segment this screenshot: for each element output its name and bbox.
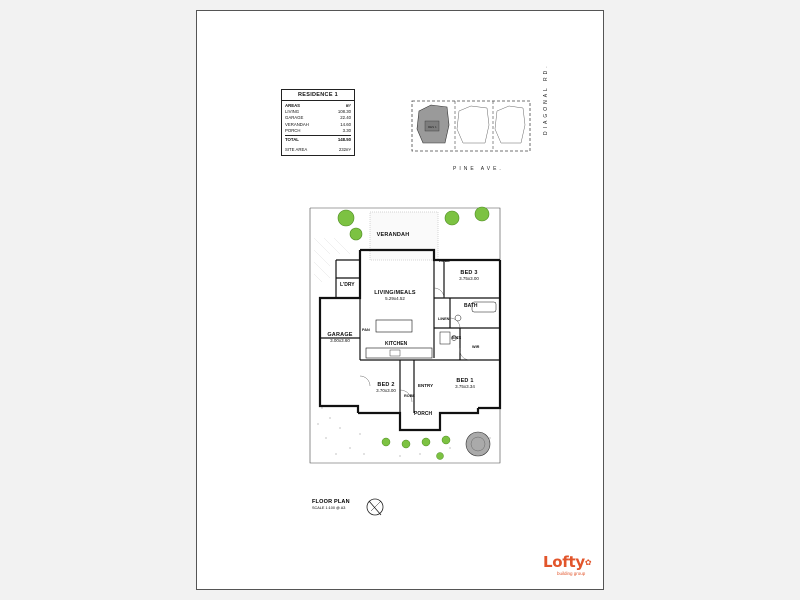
tree-icon: [444, 210, 460, 226]
lofty-logo: Lofty✿ building group: [543, 553, 592, 577]
site-plan: RES 1: [411, 100, 531, 152]
basin: [454, 314, 462, 322]
floor-plan-scale: SCALE 1:100 @ A3: [312, 506, 346, 510]
ensuite-toilet: [451, 335, 457, 341]
site-boundary: [411, 100, 531, 152]
residence-3-footprint: [494, 105, 526, 144]
logo-subtitle: building group: [557, 571, 586, 576]
drawing-sheet: [196, 10, 604, 590]
kitchen-sink: [389, 349, 401, 357]
shrub-icon: [436, 452, 444, 460]
area-value: 14.60: [340, 121, 351, 127]
room-kitchen: KITCHEN: [385, 341, 408, 347]
logo-word: Lofty: [543, 553, 585, 571]
room-porch: PORCH: [414, 411, 433, 417]
areas-row-living: LIVING 108.30: [285, 109, 351, 115]
external-walls: [318, 248, 502, 432]
shrub-icon: [441, 435, 451, 445]
room-bed1: BED 1 3.75x3.34: [444, 378, 486, 389]
room-bed2: BED 2 3.70x3.00: [366, 382, 406, 393]
areas-header-unit: m²: [345, 103, 351, 108]
room-ensuite: ENS: [452, 335, 462, 340]
trees: [337, 206, 491, 460]
front-garden: [317, 407, 491, 457]
areas-row-porch: PORCH 3.30: [285, 128, 351, 134]
ensuite-shower: [439, 331, 451, 345]
room-bed3: BED 3 3.75x3.00: [447, 270, 491, 281]
room-dims: 3.00x3.60: [330, 338, 350, 343]
room-dims: 3.75x3.00: [459, 276, 479, 281]
room-name: BED 2: [377, 382, 395, 388]
tree-icon: [349, 227, 363, 241]
area-label: VERANDAH: [285, 121, 309, 127]
floor-plan-title: FLOOR PLAN: [312, 499, 350, 505]
room-laundry: L'DRY: [340, 282, 355, 288]
site-area: SITE AREA 232m²: [285, 147, 351, 153]
areas-table-body: AREAS m² LIVING 108.30 GARAGE 22.40 VERA…: [281, 101, 355, 157]
floor-plan-drawing: [309, 206, 502, 464]
room-dims: 3.70x3.00: [376, 388, 396, 393]
area-value: 108.30: [337, 109, 351, 115]
internal-walls: [320, 259, 500, 413]
areas-header: AREAS m²: [285, 103, 351, 109]
kitchen-island: [375, 319, 413, 333]
side-garden: [313, 237, 351, 283]
shrub-icon: [381, 437, 391, 447]
room-pantry: PAN: [362, 328, 370, 332]
logo-wordmark: Lofty✿: [543, 553, 592, 571]
logo-leaf-icon: ✿: [584, 558, 592, 567]
shrub-icon: [401, 439, 411, 449]
room-dims: 5.29x4.52: [385, 296, 405, 301]
tree-icon: [474, 206, 490, 222]
area-value: 3.30: [342, 127, 351, 133]
room-wir: WIR: [472, 345, 480, 349]
room-name: VERANDAH: [376, 232, 410, 238]
door-swings: [359, 287, 471, 403]
room-living: LIVING/MEALS 5.29x4.52: [362, 290, 428, 301]
lot-boundary: [309, 207, 501, 464]
residence-2-footprint: [456, 105, 490, 144]
room-name: LIVING/MEALS: [374, 290, 416, 296]
floor-plan-caption: FLOOR PLAN SCALE 1:100 @ A3: [312, 499, 350, 510]
road-label: DIAGONAL RD.: [543, 63, 549, 135]
areas-row-garage: GARAGE 22.40: [285, 115, 351, 121]
feature-tree-icon: [465, 431, 491, 457]
room-entry: ENTRY: [418, 383, 434, 388]
total-value: 148.50: [337, 137, 351, 143]
room-name: BED 3: [460, 270, 478, 276]
areas-total: TOTAL 148.50: [285, 135, 351, 143]
room-name: BED 1: [456, 378, 474, 384]
lot-label: RES 1: [428, 125, 437, 129]
north-arrow-icon: [366, 498, 384, 516]
areas-header-label: AREAS: [285, 103, 301, 108]
room-garage: GARAGE 3.00x3.60: [320, 332, 360, 343]
tree-icon: [337, 209, 355, 227]
street-label: PINE AVE.: [453, 166, 504, 172]
room-bath: BATH: [464, 303, 478, 309]
area-label: GARAGE: [285, 115, 304, 121]
residence-title: RESIDENCE 1: [281, 89, 355, 101]
area-label: PORCH: [285, 127, 301, 133]
areas-schedule: RESIDENCE 1 AREAS m² LIVING 108.30 GARAG…: [281, 89, 355, 171]
room-linen: LINEN: [438, 317, 450, 321]
room-verandah: VERANDAH: [368, 232, 418, 238]
site-area-label: SITE AREA: [285, 147, 308, 153]
room-robe-bed2: ROBE: [404, 394, 415, 398]
total-label: TOTAL: [285, 137, 299, 143]
area-value: 22.40: [340, 115, 351, 121]
verandah-paving: [369, 211, 439, 261]
room-robe-bed3: ROBE: [439, 259, 450, 263]
areas-row-verandah: VERANDAH 14.60: [285, 122, 351, 128]
residence-1-core: [424, 120, 440, 132]
shrub-icon: [421, 437, 431, 447]
room-name: GARAGE: [327, 332, 353, 338]
room-dims: 3.75x3.34: [455, 384, 475, 389]
site-area-value: 232m²: [338, 147, 351, 153]
bathtub: [471, 301, 497, 313]
area-label: LIVING: [285, 109, 300, 115]
